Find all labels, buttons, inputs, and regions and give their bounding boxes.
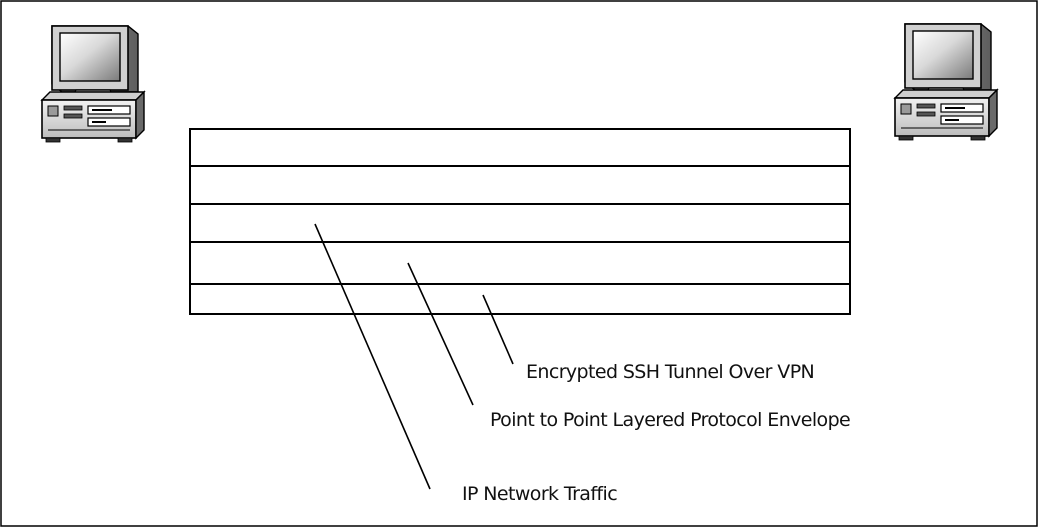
ssh-tunnel-leader [482, 294, 514, 365]
ip-traffic-label: IP Network Traffic [462, 483, 617, 505]
tunnel-outer-box [189, 128, 851, 315]
ip-traffic-leader [314, 223, 431, 490]
ppp-envelope-leader [407, 262, 474, 406]
ssh-tunnel-label: Encrypted SSH Tunnel Over VPN [526, 361, 814, 383]
right-computer-icon [894, 23, 998, 141]
ppp-envelope-label: Point to Point Layered Protocol Envelope [490, 409, 850, 431]
tunnel-layers [189, 128, 851, 315]
left-computer-icon [41, 25, 145, 143]
